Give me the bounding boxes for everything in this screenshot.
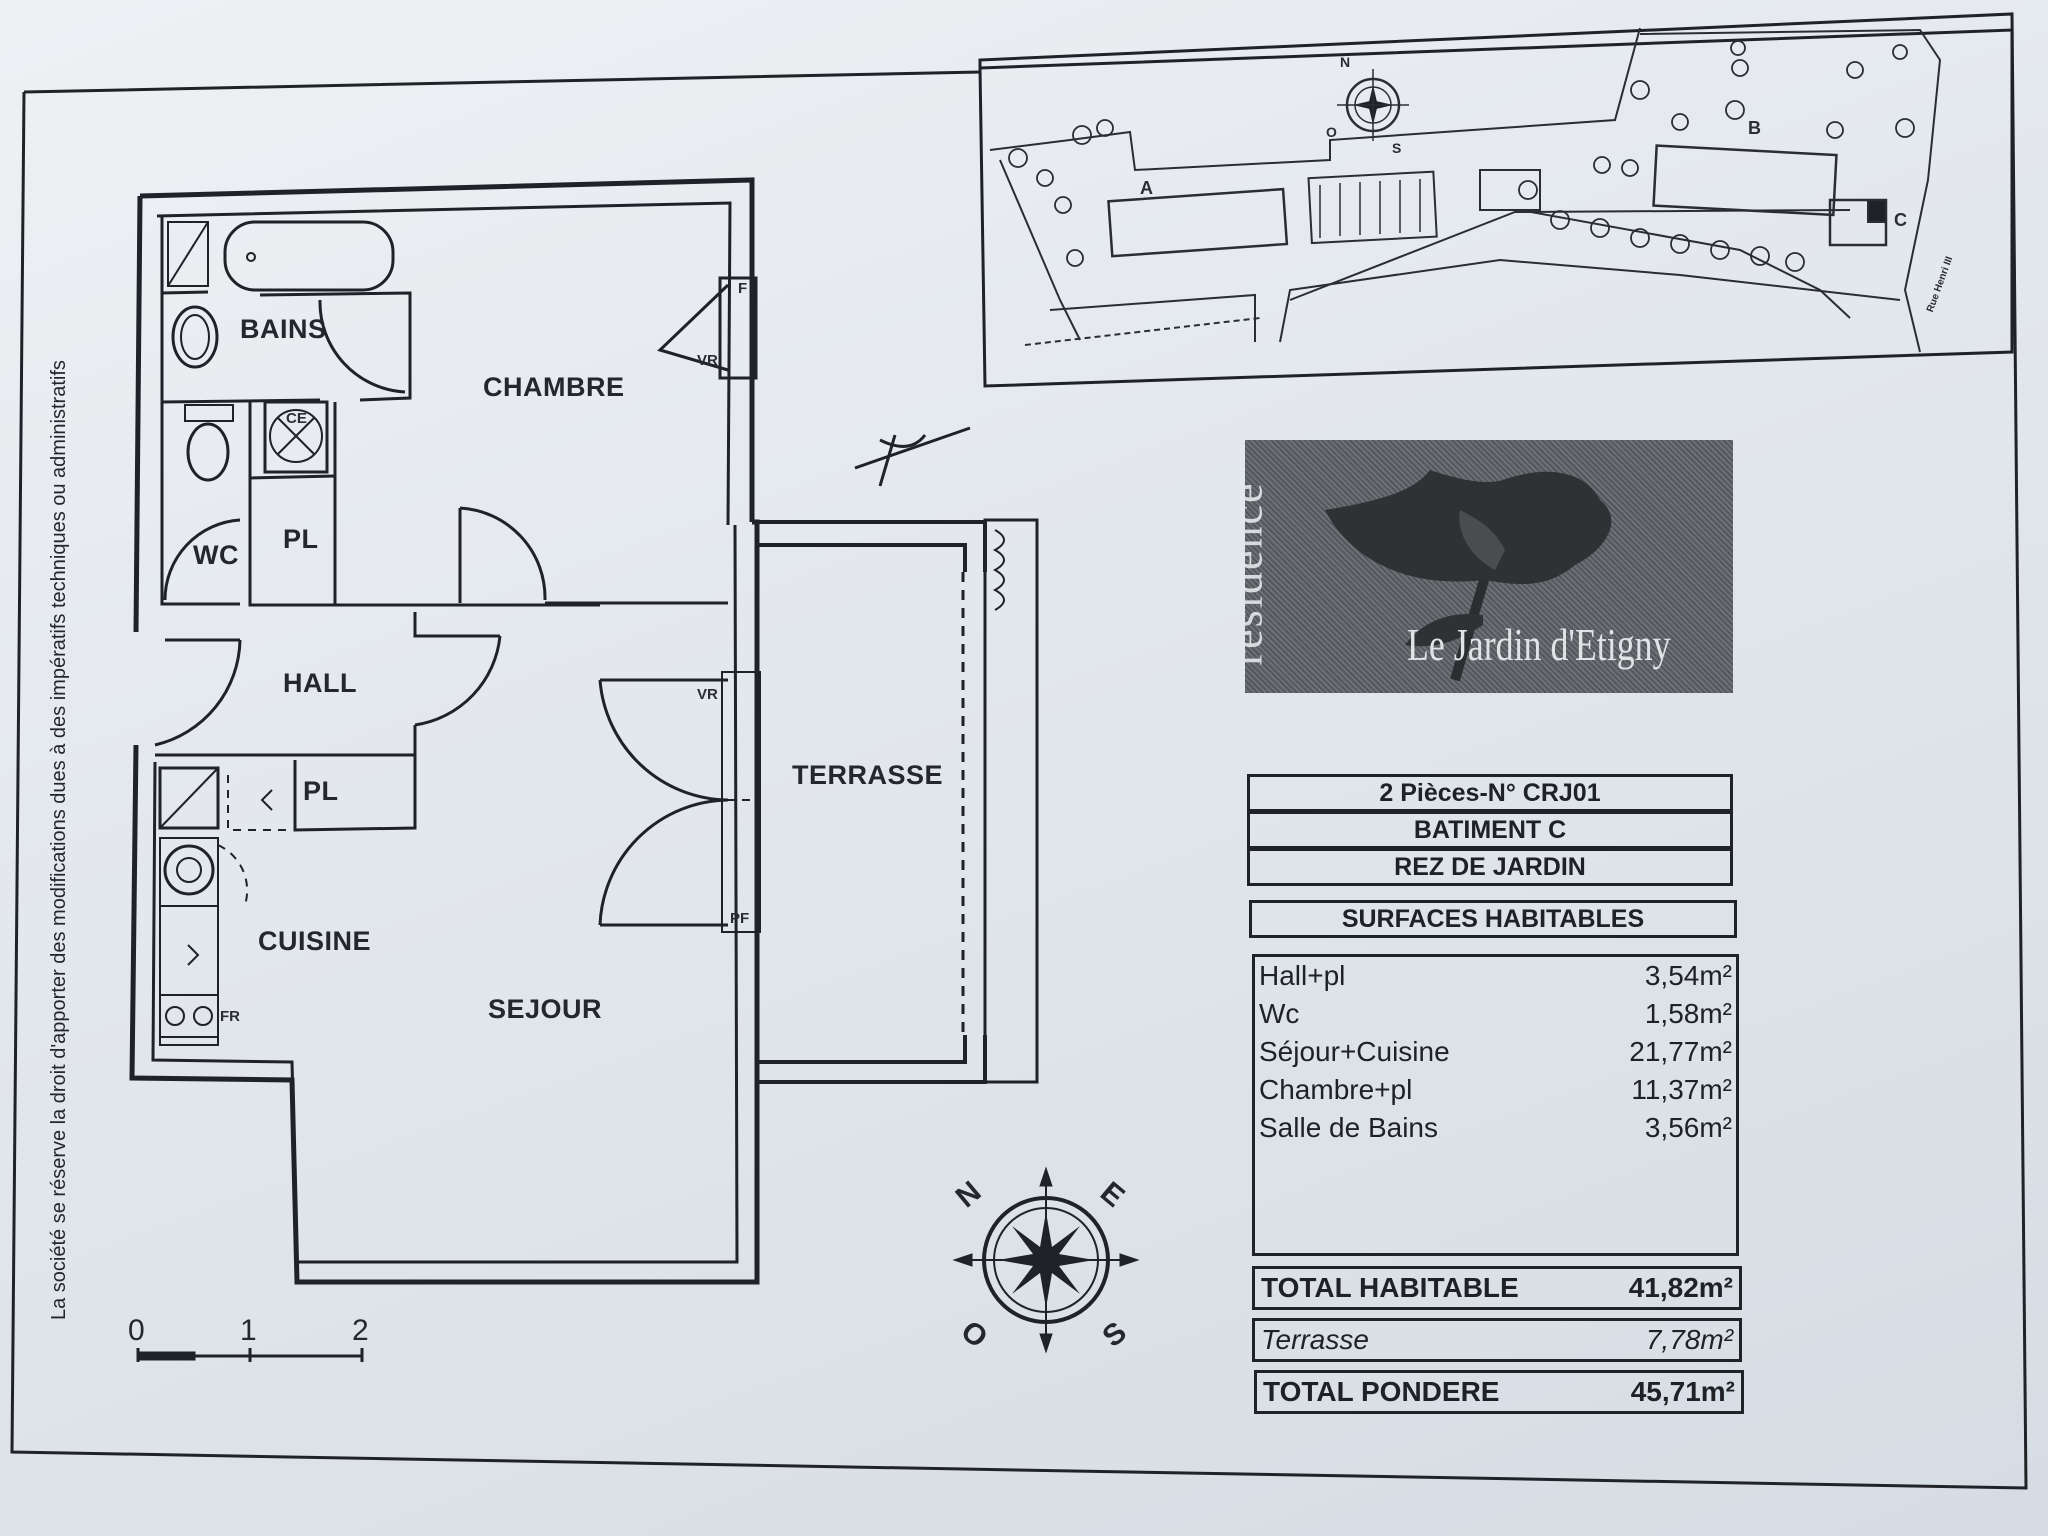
surface-label: Chambre+pl [1259, 1074, 1413, 1105]
surface-label: Hall+pl [1259, 960, 1346, 991]
surface-label: Séjour+Cuisine [1259, 1036, 1450, 1067]
site-building-b: B [1748, 118, 1761, 138]
total-pondere: TOTAL PONDERE 45,71m² [1254, 1370, 1744, 1414]
surfaces-title: SURFACES HABITABLES [1249, 900, 1737, 938]
scale-label-2: 2 [352, 1314, 369, 1347]
total-habitable-label: TOTAL HABITABLE [1261, 1272, 1519, 1303]
surface-value: 1,58m² [1644, 998, 1732, 1029]
site-compass-o: O [1326, 124, 1337, 140]
surface-value: 3,56m² [1644, 1112, 1732, 1143]
site-plan-border [978, 28, 2014, 388]
surface-row: Chambre+pl 11,37m² [1257, 1071, 1732, 1109]
surface-row: Salle de Bains 3,56m² [1257, 1109, 1732, 1147]
apartment-walls [129, 177, 761, 1285]
total-terrasse: Terrasse 7,78m² [1252, 1318, 1742, 1362]
site-compass-n: N [1340, 54, 1351, 70]
total-terrasse-label: Terrasse [1261, 1324, 1369, 1355]
fixture-label-fr: FR [220, 1008, 240, 1025]
residence-logo: résidence Le Jardin d'Etigny [1245, 440, 1733, 693]
fixture-label-ce: CE [286, 410, 307, 427]
site-plan-drawing [989, 27, 1942, 353]
scale-label-1: 1 [240, 1314, 257, 1347]
surface-label: Wc [1259, 998, 1300, 1029]
site-compass-s: S [1392, 140, 1402, 156]
room-label-pl-wc: PL [283, 524, 319, 554]
surface-value: 21,77m² [1629, 1036, 1732, 1067]
fixture-label-pf: PF [730, 910, 750, 927]
surface-row: Hall+pl 3,54m² [1257, 957, 1732, 995]
room-label-hall: HALL [283, 668, 357, 698]
site-building-a: A [1140, 178, 1153, 198]
total-habitable-value: 41,82m² [1628, 1272, 1733, 1303]
room-label-bains: BAINS [240, 314, 327, 344]
scale-label-0: 0 [128, 1314, 145, 1347]
logo-word: résidence [1245, 481, 1272, 666]
fixture-label-vr-sejour: VR [697, 686, 718, 703]
compass-rose [952, 1166, 1140, 1354]
total-pondere-value: 45,71m² [1630, 1376, 1735, 1407]
surfaces-table: Hall+pl 3,54m² Wc 1,58m² Séjour+Cuisine … [1252, 954, 1739, 1256]
unit-number: 2 Pièces-N° CRJ01 [1247, 774, 1733, 812]
room-label-chambre: CHAMBRE [483, 372, 625, 402]
room-label-terrasse: TERRASSE [792, 760, 944, 790]
total-habitable: TOTAL HABITABLE 41,82m² [1252, 1266, 1742, 1310]
surface-label: Salle de Bains [1259, 1112, 1439, 1143]
fixture-label-vr-chambre: VR [697, 352, 718, 369]
room-label-wc: WC [193, 540, 239, 570]
flower-icon [1325, 470, 1612, 682]
terrace-outline [757, 518, 1039, 1084]
room-label-sejour: SEJOUR [488, 994, 603, 1024]
site-building-c: C [1894, 210, 1907, 230]
surface-row: Séjour+Cuisine 21,77m² [1257, 1033, 1732, 1071]
logo-name: Le Jardin d'Etigny [1407, 619, 1671, 670]
unit-building: BATIMENT C [1247, 811, 1733, 849]
total-terrasse-value: 7,78m² [1645, 1324, 1733, 1355]
legal-disclaimer: La société se réserve la droit d'apporte… [48, 360, 70, 1320]
room-label-pl-cuisine: PL [303, 776, 339, 806]
fixture-label-f: F [738, 280, 748, 297]
surface-row: Wc 1,58m² [1257, 995, 1732, 1033]
surface-value: 11,37m² [1631, 1074, 1732, 1105]
north-arrow-sketch [854, 426, 971, 487]
room-label-cuisine: CUISINE [258, 926, 372, 956]
surface-value: 3,54m² [1644, 960, 1732, 991]
total-pondere-label: TOTAL PONDERE [1263, 1376, 1500, 1407]
scale-bar [136, 1348, 364, 1362]
unit-level: REZ DE JARDIN [1247, 848, 1733, 886]
